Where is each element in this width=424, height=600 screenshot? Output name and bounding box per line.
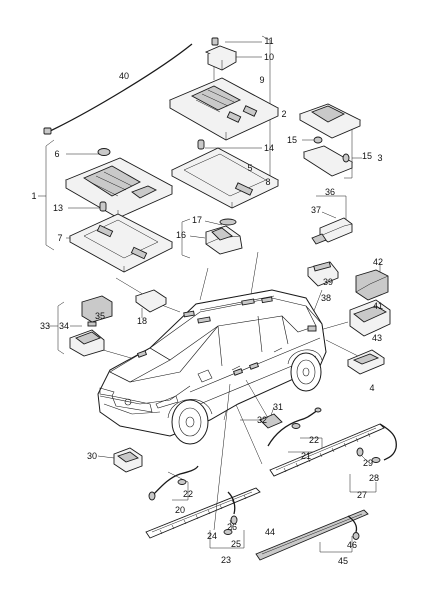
callout-32: 32 bbox=[256, 415, 268, 425]
callout-22-upper: 22 bbox=[308, 435, 320, 445]
module-33-35 bbox=[69, 295, 113, 357]
roof-wire-40 bbox=[43, 43, 193, 135]
callout-18: 18 bbox=[136, 316, 148, 326]
callout-46: 46 bbox=[346, 540, 358, 550]
trim-strip-27 bbox=[269, 423, 397, 477]
callout-37: 37 bbox=[310, 205, 322, 215]
wire-20 bbox=[148, 465, 199, 501]
callout-30: 30 bbox=[86, 451, 98, 461]
callout-43: 43 bbox=[371, 333, 383, 343]
callout-42: 42 bbox=[372, 257, 384, 267]
callout-23: 23 bbox=[220, 555, 232, 565]
callout-4: 4 bbox=[369, 383, 375, 393]
roof-console-1 bbox=[64, 148, 174, 219]
connector-10-11 bbox=[204, 37, 238, 71]
trim-strip-23 bbox=[145, 487, 261, 539]
callout-36: 36 bbox=[324, 187, 336, 197]
callout-2: 2 bbox=[281, 109, 287, 119]
pointer-lines bbox=[213, 379, 269, 531]
switch-36-37 bbox=[311, 217, 353, 245]
callout-13: 13 bbox=[52, 203, 64, 213]
vehicle-suv bbox=[97, 289, 327, 445]
callout-34: 34 bbox=[58, 321, 70, 331]
callout-7: 7 bbox=[57, 233, 63, 243]
callout-15-left: 15 bbox=[286, 135, 298, 145]
callout-11: 11 bbox=[264, 36, 274, 46]
callout-26: 26 bbox=[226, 522, 238, 532]
callout-22-lower: 22 bbox=[182, 489, 194, 499]
callout-25: 25 bbox=[230, 539, 242, 549]
roof-console-upper bbox=[168, 77, 280, 141]
connector-30 bbox=[113, 447, 143, 473]
callout-39: 39 bbox=[322, 277, 334, 287]
callout-1: 1 bbox=[31, 191, 37, 201]
callout-35: 35 bbox=[94, 311, 106, 321]
callout-16: 16 bbox=[175, 230, 187, 240]
callout-41: 41 bbox=[372, 301, 384, 311]
callout-15-right: 15 bbox=[361, 151, 373, 161]
callout-27: 27 bbox=[356, 490, 368, 500]
callout-17: 17 bbox=[191, 215, 203, 225]
callout-14: 14 bbox=[263, 143, 275, 153]
callout-9: 9 bbox=[259, 75, 265, 85]
lamp-4 bbox=[347, 349, 385, 375]
callout-45: 45 bbox=[337, 556, 349, 566]
trim-strip-44 bbox=[255, 509, 369, 561]
callout-28: 28 bbox=[368, 473, 380, 483]
callout-5: 5 bbox=[247, 163, 253, 173]
lamp-16 bbox=[205, 218, 243, 255]
roof-console-8 bbox=[171, 139, 279, 209]
callout-8: 8 bbox=[265, 177, 271, 187]
console-3-right bbox=[298, 103, 362, 177]
module-41-42 bbox=[349, 269, 391, 337]
callout-3: 3 bbox=[377, 153, 383, 163]
frame-7 bbox=[69, 213, 173, 273]
callout-31: 31 bbox=[272, 402, 284, 412]
parts-21-32 bbox=[259, 407, 322, 447]
sensor-18 bbox=[135, 289, 167, 313]
callout-6: 6 bbox=[54, 149, 60, 159]
callout-24: 24 bbox=[206, 531, 218, 541]
callout-38: 38 bbox=[320, 293, 332, 303]
callout-29: 29 bbox=[362, 458, 374, 468]
callout-40: 40 bbox=[118, 71, 130, 81]
callout-10: 10 bbox=[263, 52, 275, 62]
callout-33: 33 bbox=[39, 321, 51, 331]
handle-38-39 bbox=[307, 261, 339, 287]
callout-20: 20 bbox=[174, 505, 186, 515]
callout-44: 44 bbox=[264, 527, 276, 537]
callout-21: 21 bbox=[300, 451, 312, 461]
